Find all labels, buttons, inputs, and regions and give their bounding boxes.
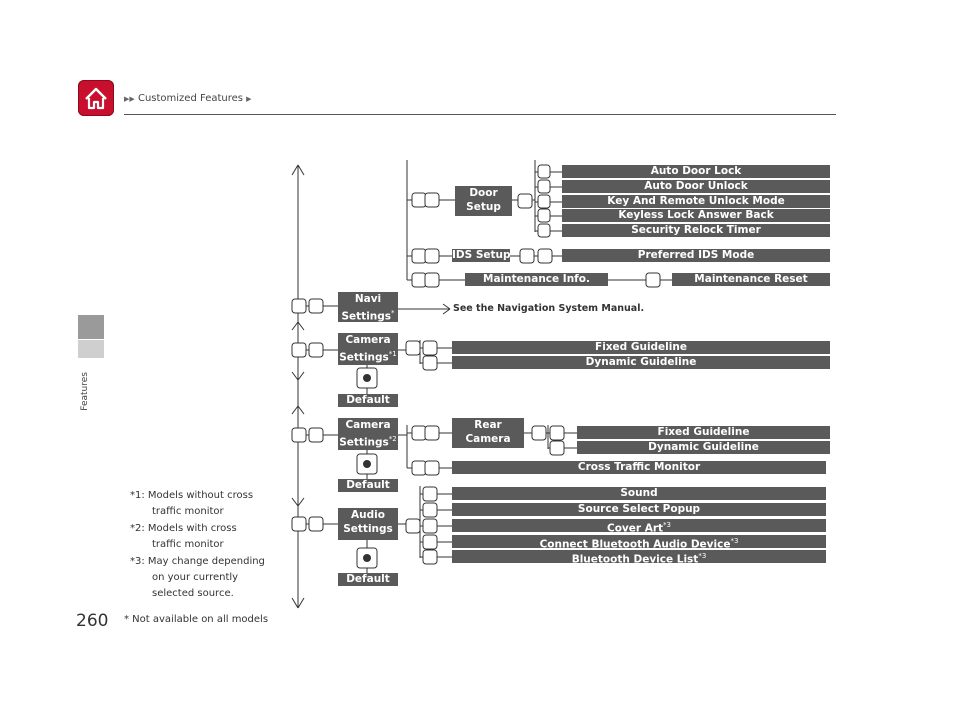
- door-setup-label-2: Setup: [466, 201, 501, 213]
- menu-item-bt-device-list[interactable]: Bluetooth Device List*3: [452, 550, 826, 566]
- menu-item-cover-art[interactable]: Cover Art*3: [452, 519, 826, 535]
- menu-item-maintenance-reset[interactable]: Maintenance Reset: [672, 273, 830, 286]
- navi-mark: *: [391, 309, 395, 317]
- breadcrumb-arrows: ▶▶: [124, 95, 135, 103]
- footnote-2: *2: Models with cross traffic monitor: [130, 521, 237, 553]
- navi-label-2: Settings: [341, 310, 392, 323]
- camera2-label-2: Settings: [339, 436, 389, 449]
- cover-art-mark: *3: [663, 521, 671, 529]
- menu-item-preferred-ids[interactable]: Preferred IDS Mode: [562, 249, 830, 262]
- footnote-2-line1: Models with cross: [147, 523, 237, 534]
- footnote-3-mark: *3:: [130, 556, 145, 567]
- footnote-2-mark: *2:: [130, 523, 145, 534]
- breadcrumb-end-arrow: ▶: [246, 95, 252, 103]
- footnote-3-line3: selected source.: [152, 588, 234, 599]
- camera-settings-1-box[interactable]: Camera Settings*1: [338, 333, 398, 365]
- breadcrumb[interactable]: ▶▶ Customized Features ▶: [124, 93, 252, 104]
- knob-push-icon: [291, 164, 661, 565]
- menu-item-dynamic-guideline-1[interactable]: Dynamic Guideline: [452, 356, 830, 369]
- menu-item-sound[interactable]: Sound: [452, 487, 826, 500]
- menu-item-fixed-guideline-1[interactable]: Fixed Guideline: [452, 341, 830, 354]
- door-setup-label-1: Door: [469, 187, 498, 199]
- navi-label-1: Navi: [354, 293, 382, 305]
- rear-camera-label-2: Camera: [465, 433, 511, 445]
- maintenance-info-box[interactable]: Maintenance Info.: [465, 273, 608, 286]
- door-setup-box[interactable]: Door Setup: [455, 186, 512, 216]
- knob-rotate-icon: [411, 192, 440, 476]
- audio-settings-box[interactable]: Audio Settings: [338, 508, 398, 540]
- footnote-1: *1: Models without cross traffic monitor: [130, 488, 253, 520]
- breadcrumb-label: Customized Features: [137, 93, 243, 104]
- menu-item-key-remote-unlock[interactable]: Key And Remote Unlock Mode: [562, 195, 830, 208]
- footnote-2-line2: traffic monitor: [152, 539, 224, 550]
- footnote-3: *3: May change depending on your current…: [130, 554, 265, 602]
- menu-item-fixed-guideline-2[interactable]: Fixed Guideline: [577, 426, 830, 439]
- footnote-1-line2: traffic monitor: [152, 506, 224, 517]
- connect-bt-label: Connect Bluetooth Audio Device: [539, 538, 731, 551]
- menu-item-connect-bt-audio[interactable]: Connect Bluetooth Audio Device*3: [452, 535, 826, 551]
- audio-default-box[interactable]: Default: [338, 573, 398, 586]
- menu-item-security-relock[interactable]: Security Relock Timer: [562, 224, 830, 237]
- navi-note: See the Navigation System Manual.: [453, 303, 645, 314]
- connect-bt-mark: *3: [730, 537, 739, 545]
- camera1-mark: *1: [388, 350, 397, 358]
- menu-item-auto-door-unlock[interactable]: Auto Door Unlock: [562, 180, 830, 193]
- menu-item-source-select-popup[interactable]: Source Select Popup: [452, 503, 826, 516]
- rear-camera-label-1: Rear: [474, 419, 502, 431]
- camera1-label-1: Camera: [345, 334, 391, 346]
- footnote-3-line2: on your currently: [152, 572, 239, 583]
- camera1-default-box[interactable]: Default: [338, 394, 398, 407]
- bt-device-list-label: Bluetooth Device List: [571, 553, 699, 566]
- menu-item-keyless-lock-answer[interactable]: Keyless Lock Answer Back: [562, 209, 830, 222]
- home-icon[interactable]: [78, 80, 114, 116]
- camera2-label-1: Camera: [345, 419, 391, 431]
- menu-item-cross-traffic-monitor[interactable]: Cross Traffic Monitor: [452, 461, 826, 474]
- bt-device-list-mark: *3: [698, 552, 707, 560]
- footnote-1-line1: Models without cross: [147, 490, 254, 501]
- camera-settings-2-box[interactable]: Camera Settings*2: [338, 418, 398, 450]
- footnote-3-line1: May change depending: [147, 556, 265, 567]
- rear-camera-box[interactable]: Rear Camera: [452, 418, 524, 448]
- audio-label-1: Audio: [351, 509, 385, 521]
- header-rule: [124, 114, 836, 115]
- navi-settings-box[interactable]: Navi Settings*: [338, 292, 398, 323]
- section-tab-marker: [78, 315, 104, 339]
- ids-setup-box[interactable]: IDS Setup: [452, 249, 511, 262]
- page-number: 260: [76, 611, 109, 631]
- camera2-default-box[interactable]: Default: [338, 479, 398, 492]
- menu-item-dynamic-guideline-2[interactable]: Dynamic Guideline: [577, 441, 830, 454]
- cover-art-label: Cover Art: [606, 522, 664, 535]
- section-tab-marker-light: [78, 340, 104, 358]
- not-available-note: * Not available on all models: [124, 614, 269, 625]
- camera2-mark: *2: [388, 435, 397, 443]
- camera1-label-2: Settings: [339, 351, 389, 364]
- menu-item-auto-door-lock[interactable]: Auto Door Lock: [562, 165, 830, 178]
- footnote-1-mark: *1:: [130, 490, 145, 501]
- audio-label-2: Settings: [343, 523, 393, 535]
